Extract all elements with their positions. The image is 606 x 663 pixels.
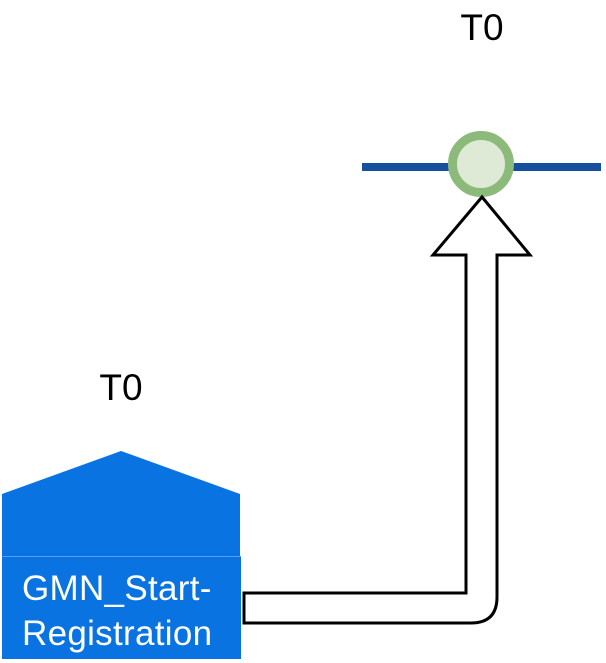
connector-arrow bbox=[242, 194, 534, 625]
signal-label-text: GMN_Start- Registration bbox=[22, 569, 213, 653]
timeline-event-label: T0 bbox=[460, 7, 504, 48]
timeline-event-circle bbox=[448, 131, 514, 197]
signal-event-label: T0 bbox=[99, 367, 143, 408]
signal-pentagon-shape bbox=[2, 451, 240, 557]
signal-label-box: GMN_Start- Registration bbox=[2, 556, 241, 659]
